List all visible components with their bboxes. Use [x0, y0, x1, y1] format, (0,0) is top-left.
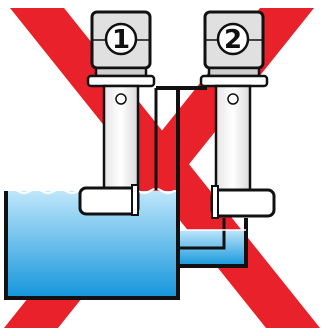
probe-2-number-badge: [216, 22, 250, 56]
side-chamber: [178, 218, 248, 268]
probe-2-label: 2: [224, 25, 242, 55]
level-probe-2: 2: [199, 10, 276, 219]
probe-1-label: 1: [112, 25, 130, 55]
level-probe-1: 1: [78, 10, 156, 216]
probe-1-number-badge: [104, 22, 138, 56]
standpipe: [154, 86, 207, 298]
